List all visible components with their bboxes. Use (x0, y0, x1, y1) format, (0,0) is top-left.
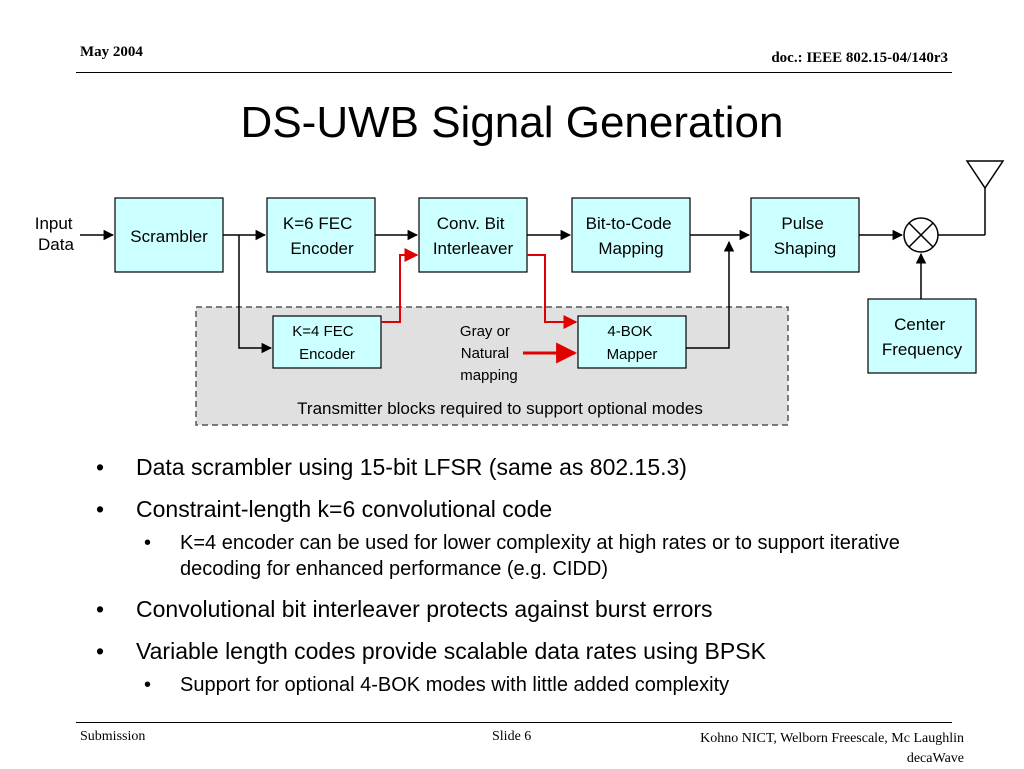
bit-interleaver-label: Conv. Bit Interleaver (433, 214, 514, 258)
scrambler-block (114, 197, 224, 273)
sub-bullet-item: •Support for optional 4-BOK modes with l… (144, 674, 730, 696)
bullet-item: •Data scrambler using 15-bit LFSR (same … (96, 454, 687, 480)
bullet-list: •Data scrambler using 15-bit LFSR (same … (96, 452, 946, 710)
slide-title: DS-UWB Signal Generation (240, 98, 784, 147)
center-frequency-label: Center Frequency (882, 315, 963, 359)
optional-path-arrows (381, 248, 578, 364)
header-rule (76, 72, 952, 73)
bullet-item: •Constraint-length k=6 convolutional cod… (96, 496, 553, 522)
footer-rule (76, 722, 952, 723)
bit-interleaver-block (418, 197, 528, 273)
bok-mapper-block (577, 315, 687, 369)
mixer-icon (903, 217, 939, 253)
fec4-encoder-label: K=4 FEC Encoder (292, 323, 357, 363)
bullet-item: •Convolutional bit interleaver protects … (96, 596, 713, 622)
signal-arrows (80, 229, 927, 354)
fec6-encoder-label: K=6 FEC Encoder (283, 214, 357, 258)
pulse-shaping-label: Pulse Shaping (774, 214, 836, 258)
footer-authors: Kohno NICT, Welborn Freescale, Mc Laughl… (700, 731, 964, 766)
bullet-item: •Variable length codes provide scalable … (96, 638, 766, 664)
signal-chain-diagram: Transmitter blocks required to support o… (35, 160, 1005, 426)
antenna-icon (938, 160, 1005, 236)
fec4-encoder-block (272, 315, 382, 369)
pulse-shaping-block (750, 197, 860, 273)
fec6-encoder-block (266, 197, 376, 273)
optional-modes-caption: Transmitter blocks required to support o… (297, 399, 703, 418)
bit-to-code-label: Bit-to-Code Mapping (586, 214, 677, 258)
sub-bullet-item: •K=4 encoder can be used for lower compl… (144, 532, 900, 580)
footer-slide-number: Slide 6 (492, 729, 532, 744)
scrambler-label: Scrambler (130, 227, 208, 246)
bok-mapper-label: 4-BOK Mapper (607, 323, 658, 363)
footer-submission: Submission (80, 729, 146, 744)
input-data-label: Input Data (35, 214, 78, 254)
header-date: May 2004 (80, 44, 143, 60)
header-doc-id: doc.: IEEE 802.15-04/140r3 (771, 50, 948, 66)
bit-to-code-block (571, 197, 691, 273)
center-frequency-block (867, 298, 977, 374)
gray-natural-label: Gray or Natural mapping (460, 323, 518, 384)
